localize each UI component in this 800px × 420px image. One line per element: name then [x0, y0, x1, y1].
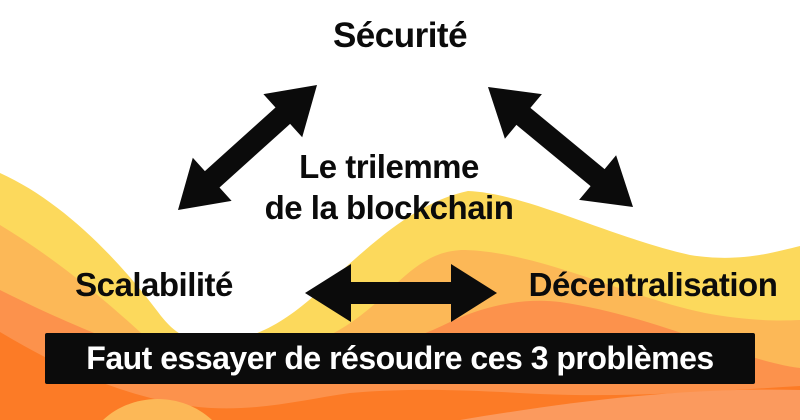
node-decentralisation-label: Décentralisation [528, 266, 778, 303]
node-scalability-label: Scalabilité [75, 266, 233, 303]
bottom-banner: Faut essayer de résoudre ces 3 problèmes [45, 333, 755, 384]
diagram-title-line2: de la blockchain [264, 189, 514, 226]
wave-deep-orange [0, 332, 800, 420]
diagram-title: Le trilemme de la blockchain [265, 146, 514, 228]
node-security-label: Sécurité [332, 16, 468, 55]
arrow-scalability-decentralisation [305, 264, 497, 322]
wave-corner-salmon-accent [460, 389, 800, 420]
wave-bottom-gold-accent [103, 399, 212, 420]
bottom-banner-text: Faut essayer de résoudre ces 3 problèmes [86, 340, 714, 376]
arrow-security-scalability [178, 85, 317, 210]
arrow-security-decentralisation [488, 87, 633, 207]
diagram-title-line1: Le trilemme [299, 148, 479, 185]
